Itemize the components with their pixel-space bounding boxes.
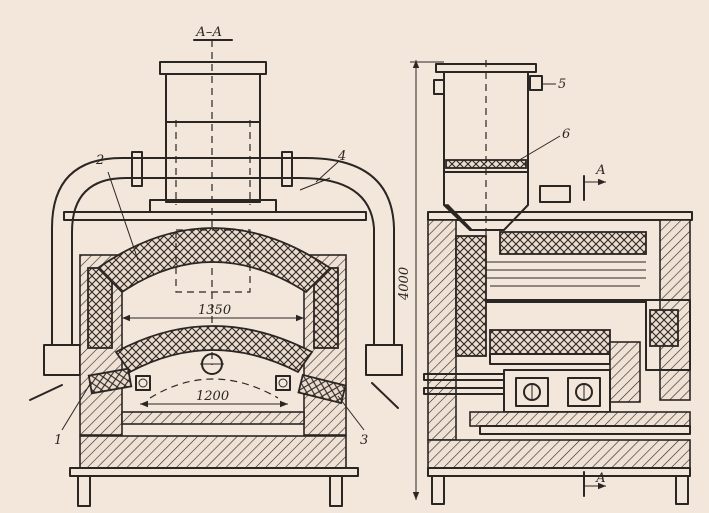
hearth-slab-right [469, 411, 691, 427]
callout-6: 6 [562, 127, 570, 142]
section-title: А–А [195, 25, 222, 40]
longitudinal-view: 4000 5 6 А А [397, 60, 693, 505]
chimney-left [159, 40, 267, 365]
dim-hearth-span: 1200 [196, 389, 229, 404]
section-view-aa: А–А 1350 [29, 25, 403, 507]
section-marker-top: А [583, 163, 606, 201]
base-slab-right [427, 439, 691, 469]
dim-overall-height: 4000 [397, 267, 412, 301]
callout-2: 2 [95, 153, 104, 168]
lower-arch [114, 325, 314, 374]
lower-crown-block [489, 329, 611, 355]
hearth-slab [121, 411, 305, 425]
left-end-wall [427, 219, 457, 441]
base-slab [79, 435, 347, 469]
upper-crown-block [499, 231, 647, 255]
callout-3: 3 [360, 433, 368, 448]
callout-1: 1 [54, 433, 62, 448]
upper-arch [96, 227, 332, 294]
callout-4: 4 [337, 149, 346, 164]
svg-text:А: А [595, 471, 606, 486]
section-marker-bottom: А [583, 471, 606, 497]
svg-text:А: А [595, 163, 606, 178]
callout-5: 5 [558, 77, 566, 92]
dim-arch-span: 1350 [198, 303, 231, 318]
